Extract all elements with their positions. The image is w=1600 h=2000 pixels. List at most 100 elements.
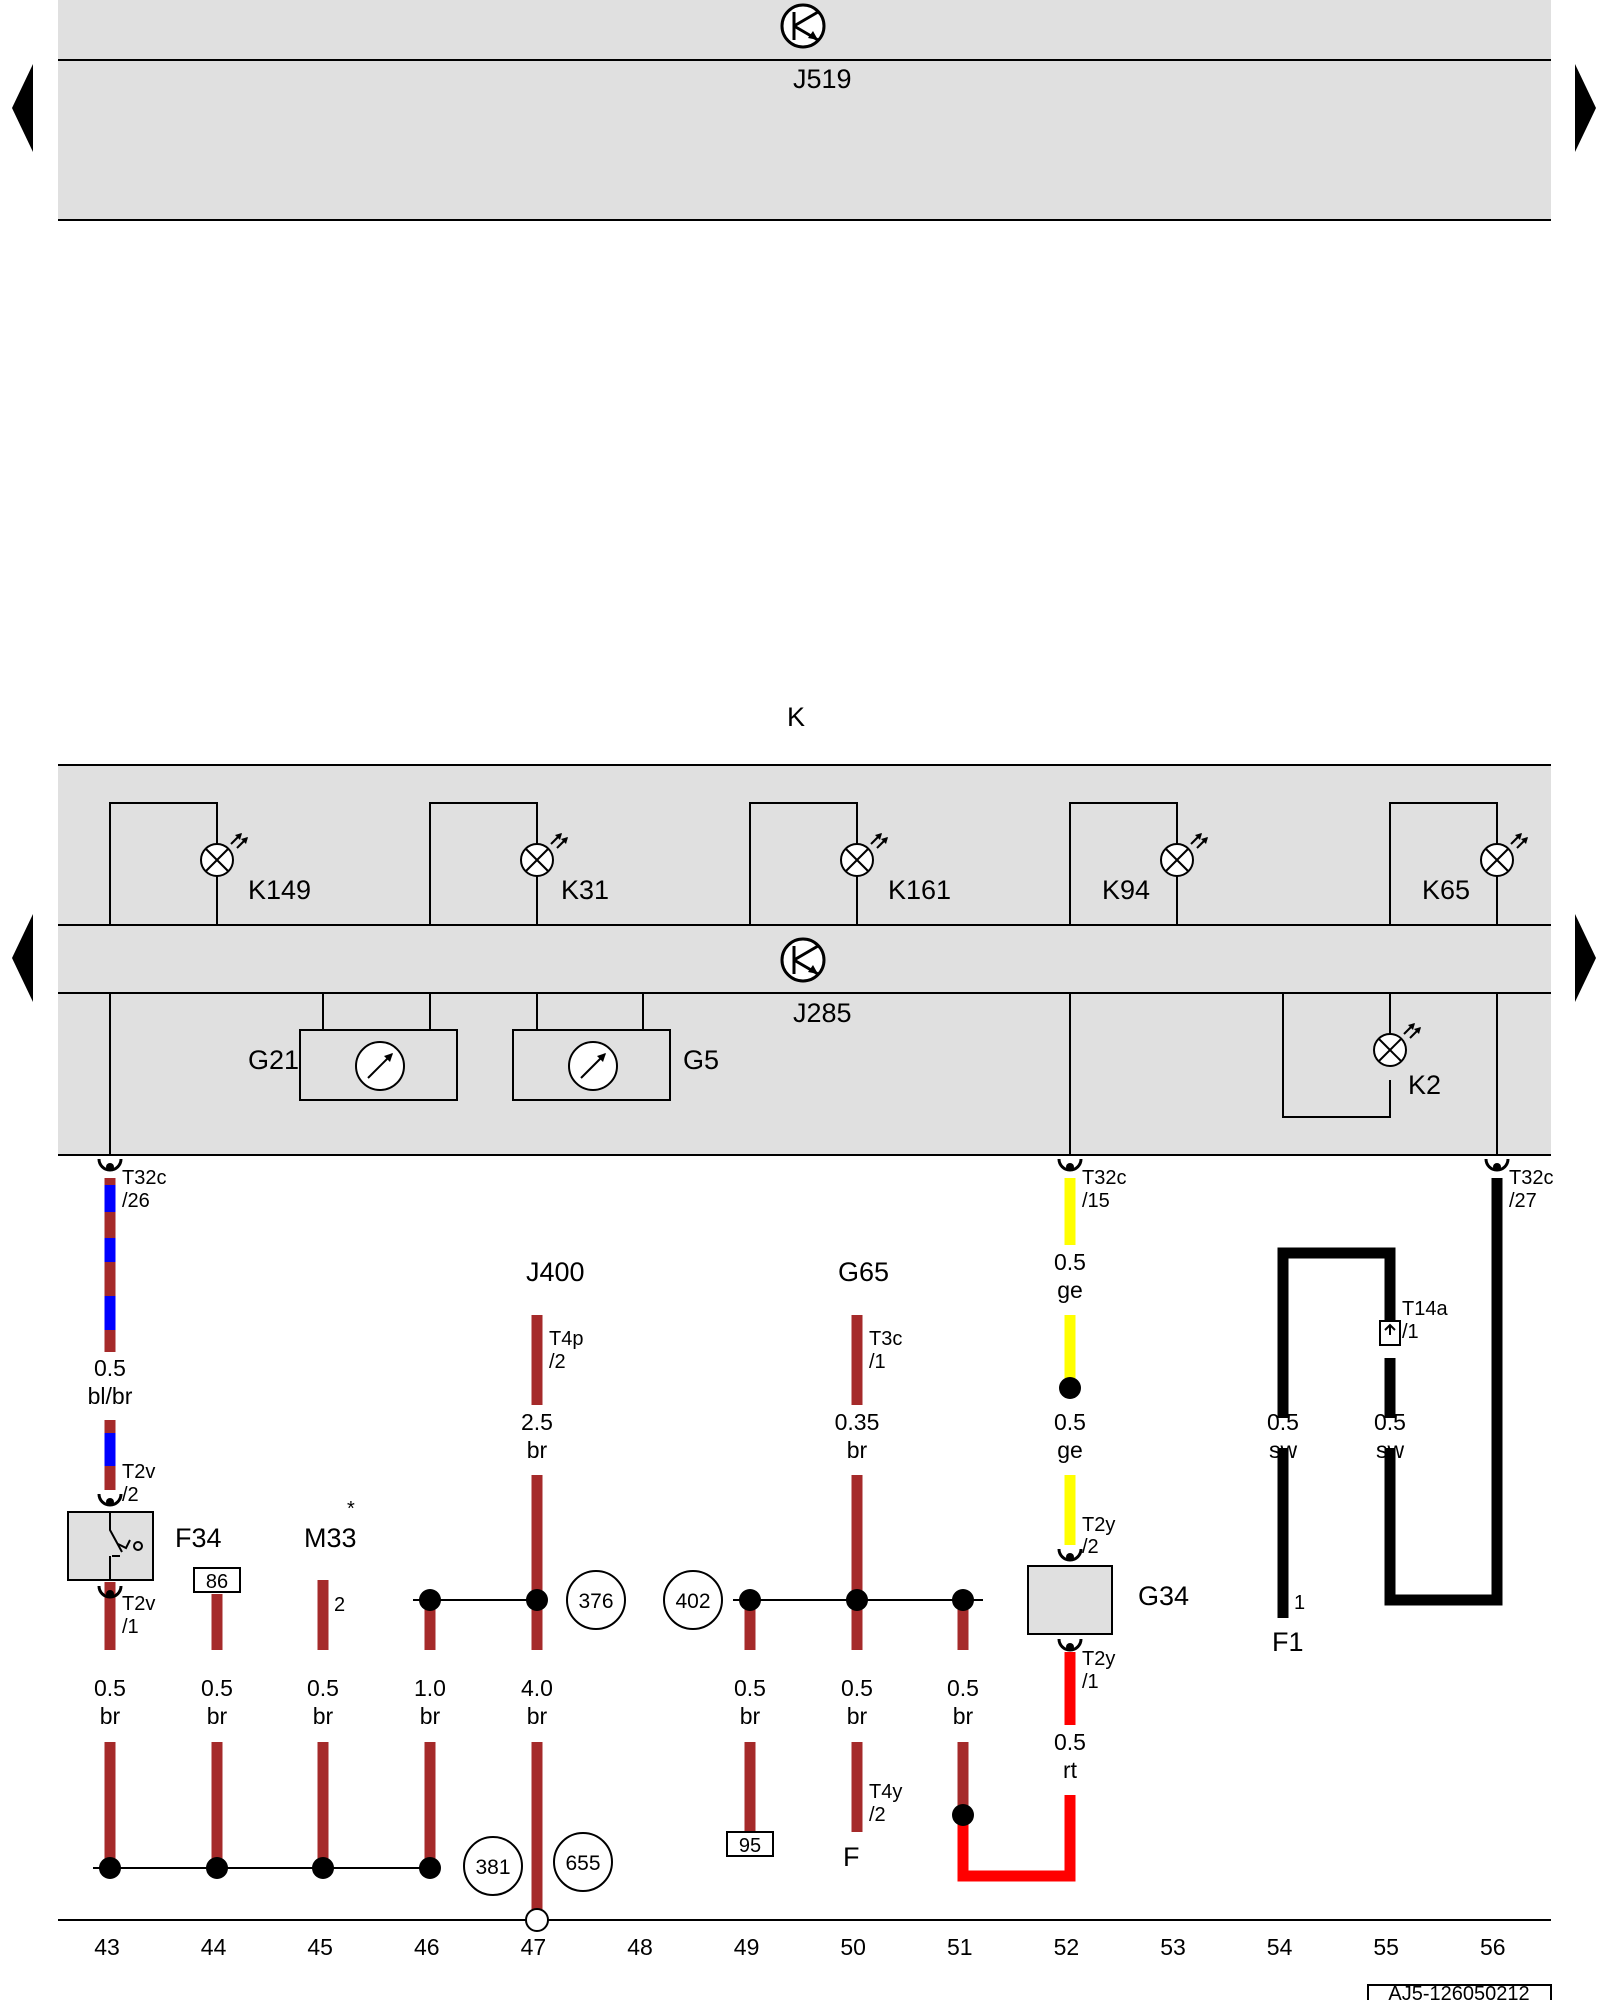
label-k65: K65 xyxy=(1422,875,1470,905)
next-page-arrow-lower[interactable] xyxy=(1575,914,1596,1002)
wire-47-top-color: br xyxy=(527,1437,548,1463)
wire-52-top-color: ge xyxy=(1057,1277,1083,1303)
conn-t3c-1: T3c xyxy=(869,1328,902,1350)
wire-50-top-size: 0.35 xyxy=(835,1409,880,1435)
column-number: 55 xyxy=(1373,1934,1399,1960)
pin-f1: 1 xyxy=(1294,1592,1305,1614)
conn-t32c-27: T32c xyxy=(1509,1167,1553,1189)
label-g65: G65 xyxy=(838,1257,889,1287)
conn-t2v-1: T2v xyxy=(122,1593,155,1615)
svg-text:/1: /1 xyxy=(1402,1321,1419,1343)
wire-52-bot-color: rt xyxy=(1063,1757,1078,1783)
label-g21: G21 xyxy=(248,1045,299,1075)
column-number: 47 xyxy=(521,1934,547,1960)
footer-code: AJ5-126050212 xyxy=(1367,1983,1552,2000)
conn-t14a-1: T14a xyxy=(1402,1298,1448,1320)
pin-86: 86 xyxy=(206,1571,228,1593)
gauge-icon xyxy=(568,1041,618,1091)
column-number: 48 xyxy=(627,1934,653,1960)
component-g34 xyxy=(1027,1565,1113,1635)
gauge-g21: G21 xyxy=(248,993,458,1101)
wire-44-size: 0.5 xyxy=(201,1675,233,1701)
wire-labels: 0.5 bl/br 0.5 br 0.5 br 0.5 br 1.0 br 2.… xyxy=(88,1249,1406,1783)
wire-50-top-color: br xyxy=(847,1437,868,1463)
conn-t2y-1: T2y xyxy=(1082,1648,1115,1670)
wire-47-color: br xyxy=(527,1703,548,1729)
column-number: 53 xyxy=(1160,1934,1186,1960)
svg-text:/1: /1 xyxy=(869,1351,886,1373)
label-m33: M33 xyxy=(304,1523,357,1553)
label-k94: K94 xyxy=(1102,875,1150,905)
previous-page-arrow-lower[interactable] xyxy=(12,914,33,1002)
label-g5: G5 xyxy=(683,1045,719,1075)
lamp-k94: K94 xyxy=(1069,802,1208,925)
reference-circles xyxy=(463,1570,723,1896)
wire-45-size: 0.5 xyxy=(307,1675,339,1701)
wire-47-top-size: 2.5 xyxy=(521,1409,553,1435)
svg-text:/26: /26 xyxy=(122,1190,150,1212)
column-number: 54 xyxy=(1267,1934,1293,1960)
ref-381: 381 xyxy=(475,1856,510,1879)
lamp-k2: K2 xyxy=(1282,993,1441,1118)
connector-icon xyxy=(97,1158,123,1172)
pin-box-95 xyxy=(726,1831,774,1857)
pin-box-86 xyxy=(193,1567,241,1593)
bus-lines xyxy=(58,1599,1551,1921)
wire-45-color: br xyxy=(313,1703,334,1729)
connector-icon xyxy=(1057,1548,1083,1562)
warning-lamps: K149 K31 K161 K94 K65 xyxy=(109,802,1528,925)
wire-51-size: 0.5 xyxy=(947,1675,979,1701)
wire-54-size: 0.5 xyxy=(1267,1409,1299,1435)
connector-icon xyxy=(97,1585,123,1599)
next-page-arrow[interactable] xyxy=(1575,64,1596,152)
wire-52-top-size: 0.5 xyxy=(1054,1249,1086,1275)
svg-text:/2: /2 xyxy=(122,1484,139,1506)
wire-43-size: 0.5 xyxy=(94,1675,126,1701)
label-g34: G34 xyxy=(1138,1581,1189,1611)
column-number: 50 xyxy=(840,1934,866,1960)
column-number: 44 xyxy=(201,1934,227,1960)
m33-note: * xyxy=(347,1498,355,1520)
wire-52-bot-size: 0.5 xyxy=(1054,1729,1086,1755)
conn-t32c-15: T32c xyxy=(1082,1167,1126,1189)
control-unit-icon xyxy=(780,3,826,49)
connector-icon xyxy=(1057,1158,1083,1172)
wire-51-color: br xyxy=(953,1703,974,1729)
label-k149: K149 xyxy=(248,875,311,905)
ref-376: 376 xyxy=(578,1590,613,1613)
lamp-k161: K161 xyxy=(749,802,951,925)
svg-text:/15: /15 xyxy=(1082,1190,1110,1212)
conn-t2v-2: T2v xyxy=(122,1461,155,1483)
svg-text:/2: /2 xyxy=(549,1351,566,1373)
label-f1: F1 xyxy=(1272,1627,1304,1657)
wire-55-size: 0.5 xyxy=(1374,1409,1406,1435)
lamp-icon xyxy=(520,833,568,877)
wire-43-color: br xyxy=(100,1703,121,1729)
pin-95: 95 xyxy=(739,1835,761,1857)
column-number: 43 xyxy=(94,1934,120,1960)
previous-page-arrow[interactable] xyxy=(12,64,33,152)
wire-46-size: 1.0 xyxy=(414,1675,446,1701)
conn-t4p-2: T4p xyxy=(549,1328,583,1350)
column-number: 49 xyxy=(734,1934,760,1960)
svg-text:/1: /1 xyxy=(1082,1671,1099,1693)
wire-46-color: br xyxy=(420,1703,441,1729)
wire-52-mid-size: 0.5 xyxy=(1054,1409,1086,1435)
connector-icon xyxy=(1057,1638,1083,1652)
label-k2: K2 xyxy=(1408,1070,1441,1100)
column-number: 56 xyxy=(1480,1934,1506,1960)
junction-dots xyxy=(99,1377,1081,1879)
svg-text:/27: /27 xyxy=(1509,1190,1537,1212)
lamp-icon xyxy=(1480,833,1528,877)
wire-43-top-color: bl/br xyxy=(88,1383,133,1409)
svg-text:/2: /2 xyxy=(1082,1536,1099,1558)
lamp-k149: K149 xyxy=(109,802,311,925)
connector-t14a-icon xyxy=(1379,1320,1401,1346)
lamp-icon xyxy=(1160,833,1208,877)
connector-labels: T32c /26 T32c /15 T32c /27 T2v /2 T2v /1… xyxy=(122,1167,1553,1826)
footer-code-text: AJ5-126050212 xyxy=(1388,1983,1529,2000)
control-unit-icon xyxy=(780,937,826,983)
terminal-47 xyxy=(525,1908,549,1932)
label-j285: J285 xyxy=(793,998,852,1028)
